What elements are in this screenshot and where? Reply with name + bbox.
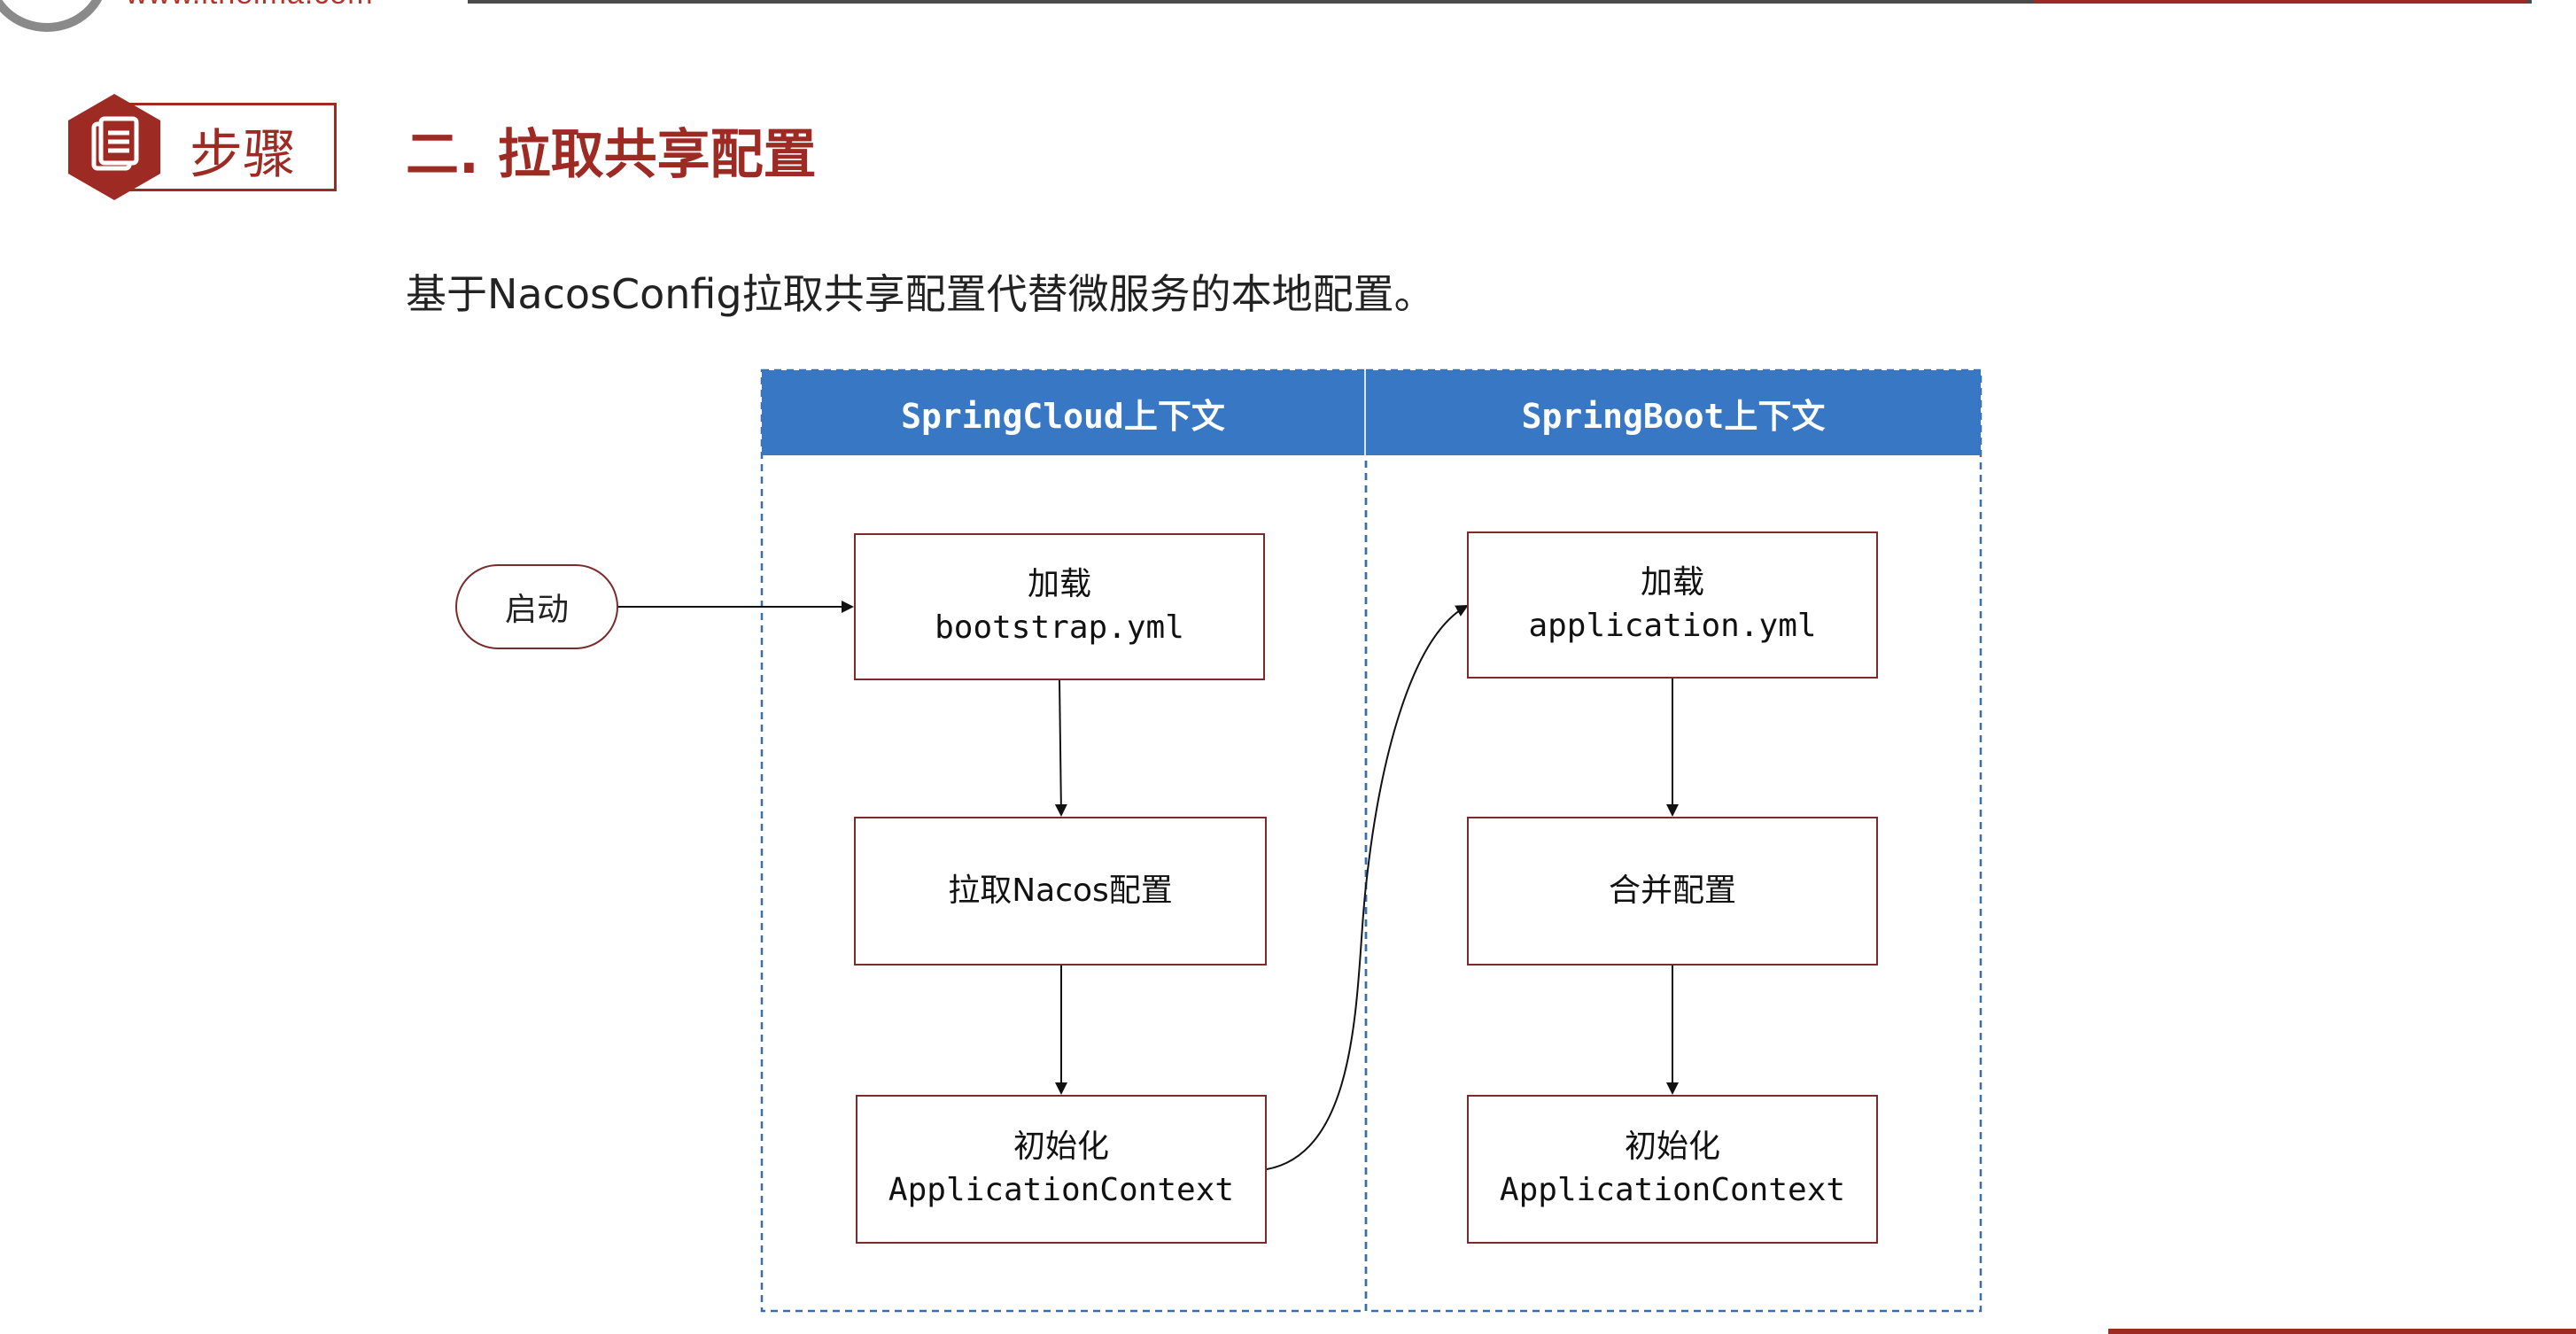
node-load-bootstrap-line2: bootstrap.yml <box>935 609 1184 646</box>
node-merge-config: 合并配置 <box>1467 817 1878 966</box>
node-load-application: 加载 application.yml <box>1467 531 1878 679</box>
node-load-application-line1: 加载 <box>1640 564 1704 601</box>
start-node: 启动 <box>455 564 618 649</box>
springboot-container <box>1364 368 1982 1313</box>
bottom-accent-bar <box>2108 1329 2576 1334</box>
node-init-context-right-line2: ApplicationContext <box>1499 1172 1846 1208</box>
step-badge: 步骤 <box>66 92 342 202</box>
column-header-springboot: SpringBoot上下文 <box>1366 370 1981 455</box>
column-header-springcloud: SpringCloud上下文 <box>762 370 1366 455</box>
section-title: 二. 拉取共享配置 <box>406 124 817 186</box>
site-url: www.itheima.com <box>126 0 374 12</box>
node-load-bootstrap: 加载 bootstrap.yml <box>854 533 1265 680</box>
node-init-context-right: 初始化 ApplicationContext <box>1467 1095 1878 1244</box>
node-load-bootstrap-line1: 加载 <box>1027 566 1091 603</box>
node-init-context-left-line1: 初始化 <box>1013 1128 1109 1166</box>
node-merge-config-label: 合并配置 <box>1608 872 1736 909</box>
node-init-context-right-line1: 初始化 <box>1624 1128 1720 1166</box>
top-divider <box>468 0 2532 4</box>
top-accent-bar <box>2034 0 2526 4</box>
node-init-context-left-line2: ApplicationContext <box>888 1172 1235 1208</box>
node-init-context-left: 初始化 ApplicationContext <box>856 1095 1267 1244</box>
description: 基于NacosConfig拉取共享配置代替微服务的本地配置。 <box>406 270 1435 318</box>
node-pull-nacos-config-label: 拉取Nacos配置 <box>948 872 1173 909</box>
node-load-application-line2: application.yml <box>1528 608 1817 644</box>
arrow-init-to-application <box>1266 605 1469 1170</box>
document-icon <box>68 94 160 200</box>
step-label: 步骤 <box>190 124 296 186</box>
arrow-bootstrap-to-pull <box>1054 679 1067 817</box>
node-pull-nacos-config: 拉取Nacos配置 <box>854 817 1267 966</box>
